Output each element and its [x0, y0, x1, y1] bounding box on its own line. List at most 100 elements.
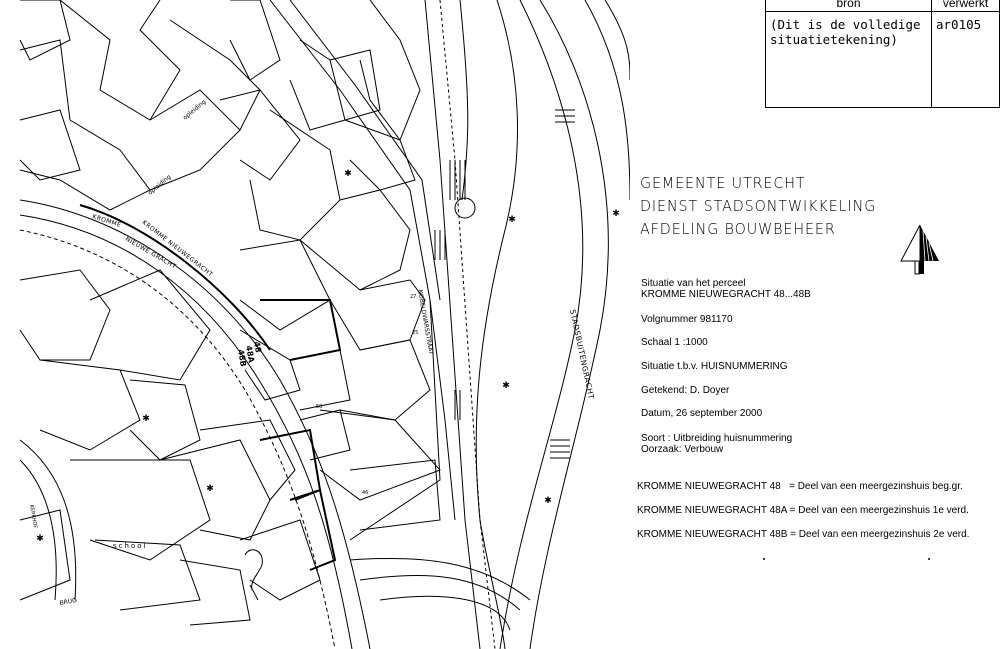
building-48b-label: 48B: [236, 349, 248, 368]
parcel-outline: [299, 239, 426, 351]
house-number-description: = Deel van een meergezinshuis beg.gr.: [789, 481, 963, 492]
processed-column-header: verwerkt: [931, 0, 1000, 12]
kerkhof-label: KERKHOF: [28, 504, 38, 529]
house-number-50: 50: [316, 404, 322, 410]
parcel-outline: [19, 0, 71, 61]
tree-symbol: ✱: [142, 414, 150, 424]
street-line: [269, 0, 456, 521]
canal-line: [19, 199, 371, 649]
parcel-outline: [19, 269, 111, 361]
parcel-outline: [19, 39, 151, 211]
source-text-line1: (Dit is de volledige: [770, 17, 921, 32]
tree-symbol: ✱: [502, 381, 510, 391]
canal-street-label-part1: KROMME: [91, 213, 122, 229]
hatch-marker: [434, 230, 446, 260]
street-line: [459, 0, 469, 201]
mark-dot: [763, 558, 765, 560]
sequence-number: Volgnummer 981170: [641, 314, 733, 325]
street-line: [439, 0, 496, 649]
municipality-title: GEMEENTE UTRECHT: [640, 174, 806, 192]
tree-symbol: ✱: [36, 534, 44, 544]
street-line: [424, 0, 481, 649]
canal-bank-line: [604, 0, 630, 81]
parcel-outline: [359, 0, 421, 142]
building-48a-label: 48A: [244, 345, 256, 364]
situation-label: Situatie van het perceel: [641, 278, 746, 289]
mark-dot: [928, 558, 930, 560]
parcel-outline: [59, 0, 181, 121]
house-number-address: KROMME NIEUWEGRACHT 48B: [637, 529, 788, 540]
canal-bank-line: [529, 0, 609, 649]
house-number-27: 27: [410, 294, 416, 300]
parcel-outline: [89, 269, 211, 381]
division-title: AFDELING BOUWBEHEER: [640, 220, 836, 238]
brug-label: BRUG: [59, 597, 78, 607]
parcel-outline: [159, 439, 271, 541]
north-arrow-icon: [900, 224, 939, 275]
school-label: school: [113, 542, 147, 550]
parcel-outline: [239, 329, 301, 401]
parcel-outline: [339, 189, 411, 291]
type-text: Soort : Uitbreiding huisnummering: [641, 433, 793, 444]
parcel-outline: [329, 49, 381, 121]
street-line: [19, 439, 77, 601]
canal-bank-line: [475, 0, 518, 649]
parcel-outline: [199, 419, 296, 501]
cadastral-map: ✱ ✱ ✱ ✱ ✱ ✱ ✱ ✱ KROMME NIEUWEGRACHT KROM…: [19, 0, 630, 649]
roundabout: [454, 197, 476, 219]
parcel-outline: [39, 359, 141, 451]
parcel-outline: [259, 428, 322, 501]
parcel-outline: [169, 19, 261, 131]
parcel-outline: [229, 0, 281, 81]
scale-text: Schaal 1 :1000: [641, 337, 708, 348]
parcel-outline: [219, 89, 301, 181]
parcel-address: KROMME NIEUWEGRACHT 48...48B: [641, 289, 811, 300]
house-number-25: 25: [412, 330, 418, 336]
hatch-marker: [550, 439, 570, 459]
parcel-outline: [19, 509, 71, 601]
tree-symbol: ✱: [206, 484, 214, 494]
source-cell: (Dit is de volledige situatietekening): [765, 11, 932, 108]
cause-text: Oorzaak: Verbouw: [641, 444, 724, 455]
parcel-outline: [129, 379, 201, 461]
street-line: [349, 557, 531, 601]
drawn-by-text: Getekend: D. Doyer: [641, 385, 730, 396]
source-column-header: bron: [765, 0, 932, 12]
source-table: bron verwerkt (Dit is de volledige situa…: [765, 0, 1000, 108]
house-number-address: KROMME NIEUWEGRACHT 48: [637, 481, 781, 492]
street-line: [349, 299, 441, 541]
canal-bank-line: [499, 0, 584, 649]
canal-line: [79, 204, 271, 351]
house-number-46: 46: [362, 490, 368, 496]
opleiding-label-1: opleiding: [182, 98, 208, 121]
tree-symbol: ✱: [612, 209, 620, 219]
source-text-line2: situatietekening): [770, 32, 898, 47]
canal-line: [19, 214, 353, 649]
tree-symbol: ✱: [344, 169, 352, 179]
street-line: [19, 459, 57, 601]
parcel-outline: [289, 488, 337, 571]
parcel-outline: [260, 299, 342, 361]
tree-symbol: ✱: [508, 215, 516, 225]
parcel-outline: [299, 409, 351, 461]
parcel-outline: [239, 519, 321, 601]
parcel-outline: [349, 459, 441, 531]
house-number-row: KROMME NIEUWEGRACHT 48B = Deel van een m…: [637, 529, 969, 540]
hatch-marker: [449, 160, 466, 200]
parcel-outline: [289, 39, 346, 131]
street-line: [379, 595, 511, 631]
car-symbol: [244, 549, 263, 601]
parcel-outline: [289, 349, 351, 411]
opleiding-label-2: opleiding: [147, 173, 173, 196]
processed-cell: ar0105: [931, 11, 1000, 108]
canal-line: [19, 229, 336, 649]
tree-symbol: ✱: [544, 496, 552, 506]
house-number-address: KROMME NIEUWEGRACHT 48A: [637, 505, 787, 516]
department-title: DIENST STADSONTWIKKELING: [640, 197, 877, 215]
building-48-label: 48: [252, 341, 263, 354]
parcel-outline: [19, 109, 81, 181]
date-text: Datum, 26 september 2000: [641, 408, 763, 419]
parcel-outline: [249, 109, 341, 241]
parcel-outline: [94, 539, 201, 611]
house-number-description: = Deel van een meergezinshuis 1e verd.: [789, 505, 969, 516]
